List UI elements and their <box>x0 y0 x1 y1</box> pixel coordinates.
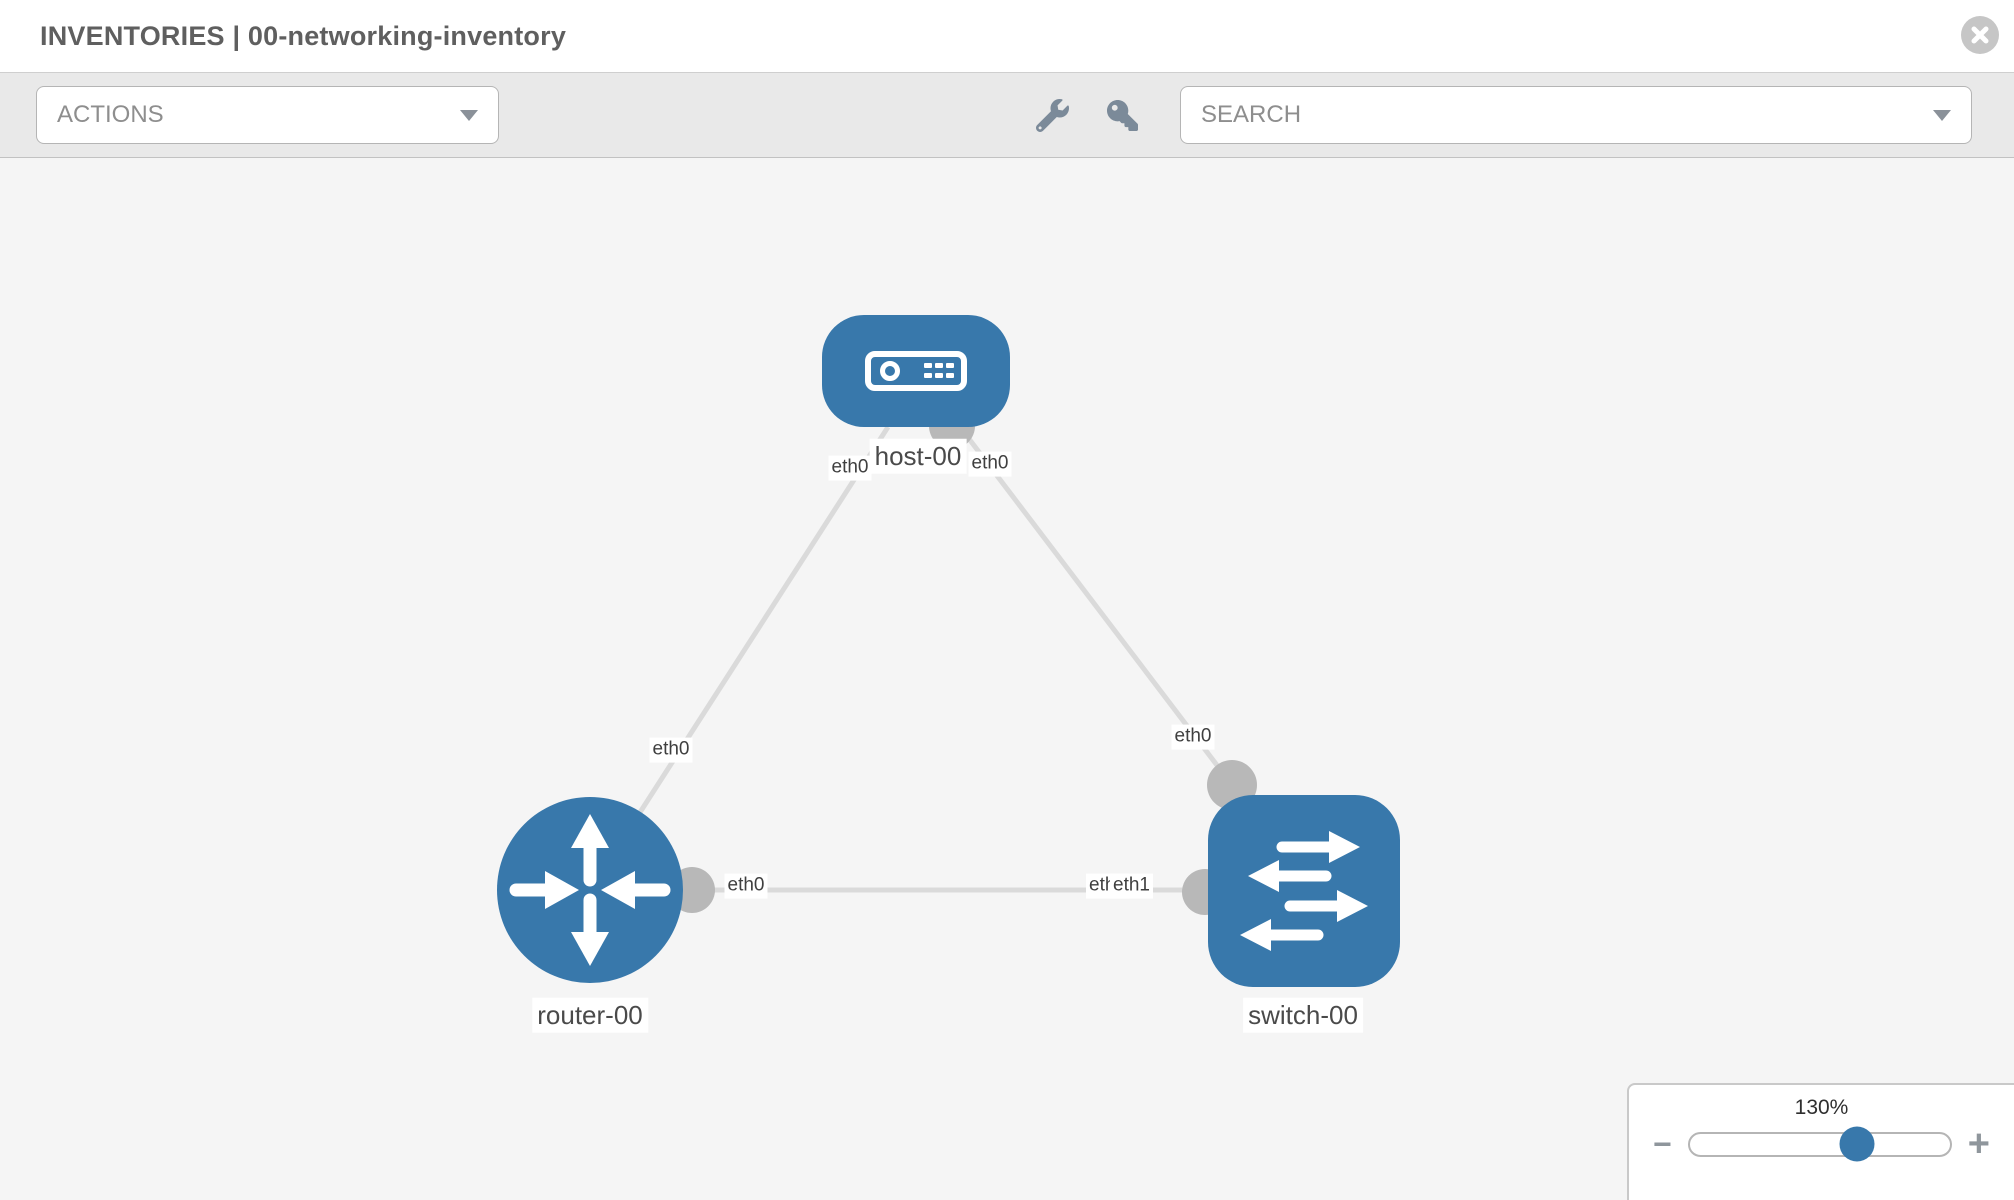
node-host-00[interactable] <box>822 315 1010 427</box>
node-router-00[interactable] <box>497 797 683 983</box>
close-button[interactable] <box>1961 16 1999 54</box>
chevron-down-icon <box>1933 109 1951 121</box>
port-label: eth0 <box>649 737 693 763</box>
node-label-host-00: host-00 <box>869 438 967 474</box>
switch-icon <box>1240 831 1368 951</box>
close-icon <box>1971 26 1989 44</box>
wrench-icon[interactable] <box>1036 98 1069 132</box>
search-dropdown-label: SEARCH <box>1201 101 1302 128</box>
actions-dropdown-label: ACTIONS <box>57 101 164 128</box>
port-label: eth0 <box>968 451 1012 477</box>
port-label: eth1 <box>1110 873 1153 899</box>
zoom-slider[interactable] <box>1687 1126 1952 1162</box>
zoom-in-button[interactable]: + <box>1967 1123 1990 1165</box>
chevron-down-icon <box>460 109 478 121</box>
toolbar-icon-group <box>1036 98 1138 132</box>
zoom-slider-thumb[interactable] <box>1839 1126 1875 1162</box>
page-title: INVENTORIES | 00-networking-inventory <box>40 20 567 51</box>
topology-svg <box>497 315 1400 987</box>
zoom-value: 130% <box>1794 1096 1849 1119</box>
topology-canvas[interactable]: host-00 router-00 switch-00 eth0 eth0 et… <box>0 158 2014 1200</box>
host-icon <box>865 351 967 391</box>
port-label: eth0 <box>724 873 768 899</box>
node-label-switch-00: switch-00 <box>1243 997 1363 1033</box>
port-label: eth0 <box>828 455 872 481</box>
actions-dropdown[interactable]: ACTIONS <box>36 86 499 144</box>
zoom-controls: − + <box>1629 1125 2014 1163</box>
router-icon <box>509 814 671 966</box>
port-circles <box>669 403 1257 915</box>
panel-header: INVENTORIES | 00-networking-inventory <box>0 0 2014 72</box>
zoom-out-button[interactable]: − <box>1653 1126 1672 1162</box>
toolbar: ACTIONS SEARCH <box>0 72 2014 158</box>
node-switch-00[interactable] <box>1208 795 1400 987</box>
node-label-router-00: router-00 <box>532 997 648 1033</box>
port-label: eth0 <box>1171 724 1215 750</box>
search-dropdown[interactable]: SEARCH <box>1180 86 1972 144</box>
links <box>587 425 1304 893</box>
zoom-panel: 130% − + <box>1627 1083 2014 1200</box>
key-icon[interactable] <box>1107 99 1138 131</box>
